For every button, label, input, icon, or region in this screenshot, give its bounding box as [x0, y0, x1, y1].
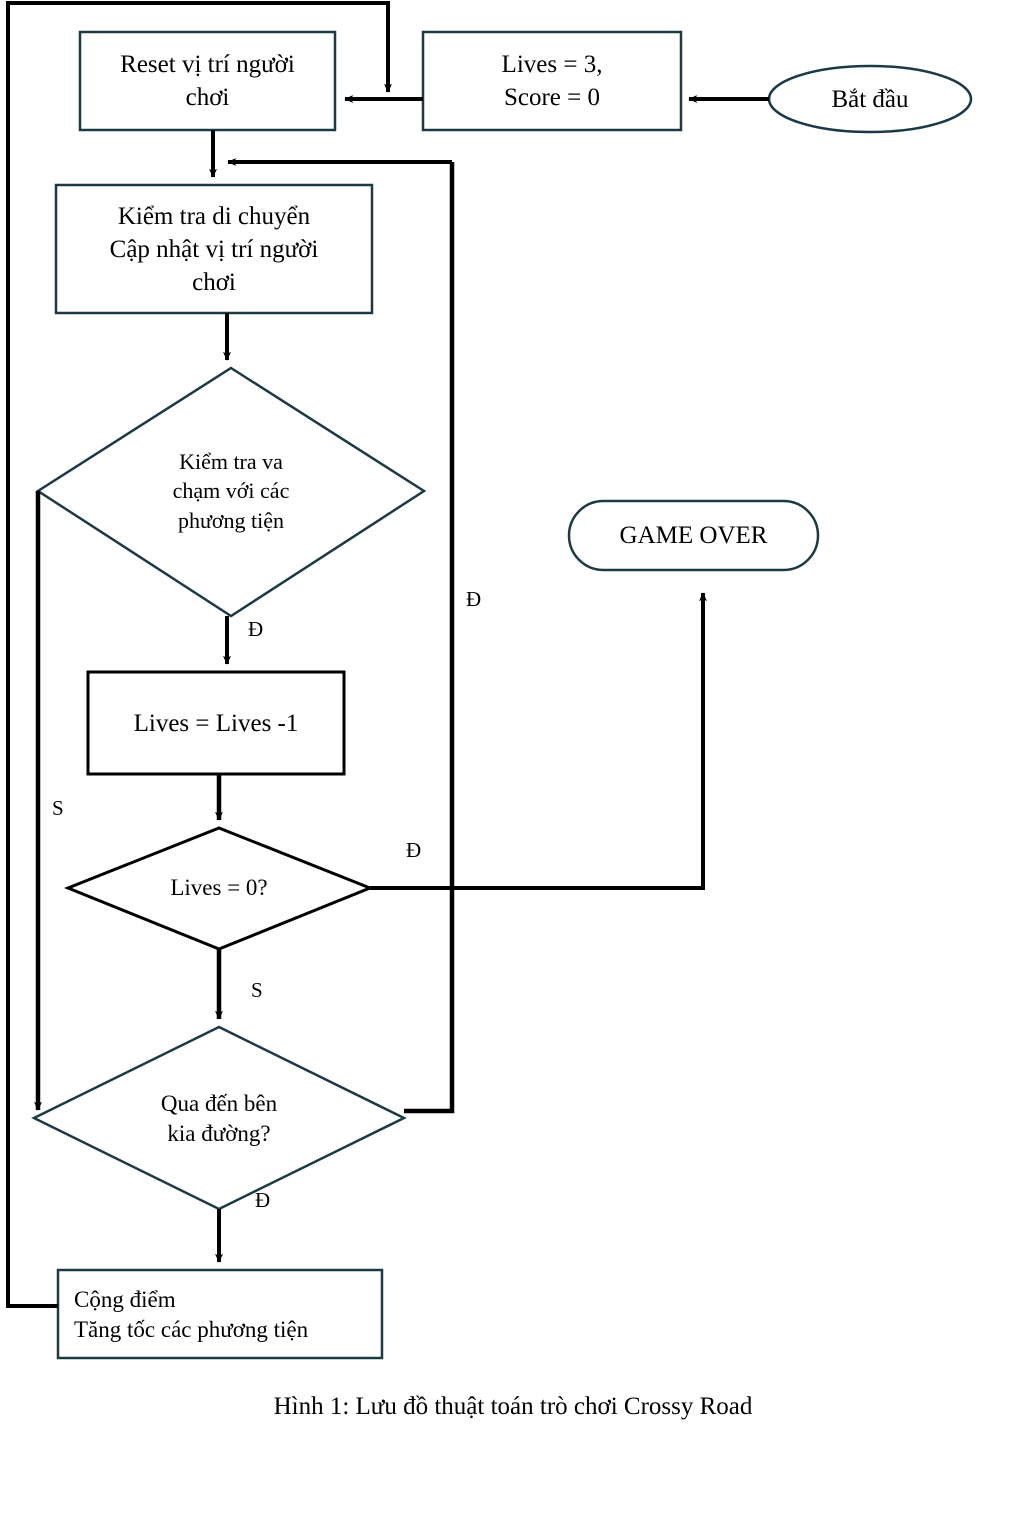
edge-add-score-loop-to-reset — [6, 1, 392, 1308]
node-shape-start — [767, 64, 973, 134]
node-shape-init — [421, 30, 683, 132]
node-shape-crossed-road — [31, 1025, 407, 1211]
edge-label-collision-yes: Đ — [248, 617, 264, 641]
edge-label-crossed-yes: Đ — [255, 1188, 271, 1212]
node-shape-game-over — [567, 499, 820, 572]
edge-label-crossed-no: Đ — [466, 587, 482, 611]
node-shape-lives-zero — [63, 826, 375, 951]
node-shape-add-score — [56, 1268, 384, 1360]
node-shape-update-move — [54, 183, 374, 315]
edge-label-lives-zero-no: S — [251, 978, 263, 1002]
figure-caption: Hình 1: Lưu đồ thuật toán trò chơi Cross… — [273, 1393, 753, 1420]
edge-crossed-road-right-trunk — [404, 162, 455, 1114]
edge-lives-zero-yes-to-game-over — [370, 592, 707, 890]
edge-label-collision-no: S — [52, 796, 64, 820]
node-shape-reset-position — [78, 30, 337, 132]
edge-label-lives-zero-yes: Đ — [406, 838, 422, 862]
node-shape-decrement-lives — [86, 670, 346, 776]
node-shape-collision-check — [35, 366, 427, 618]
